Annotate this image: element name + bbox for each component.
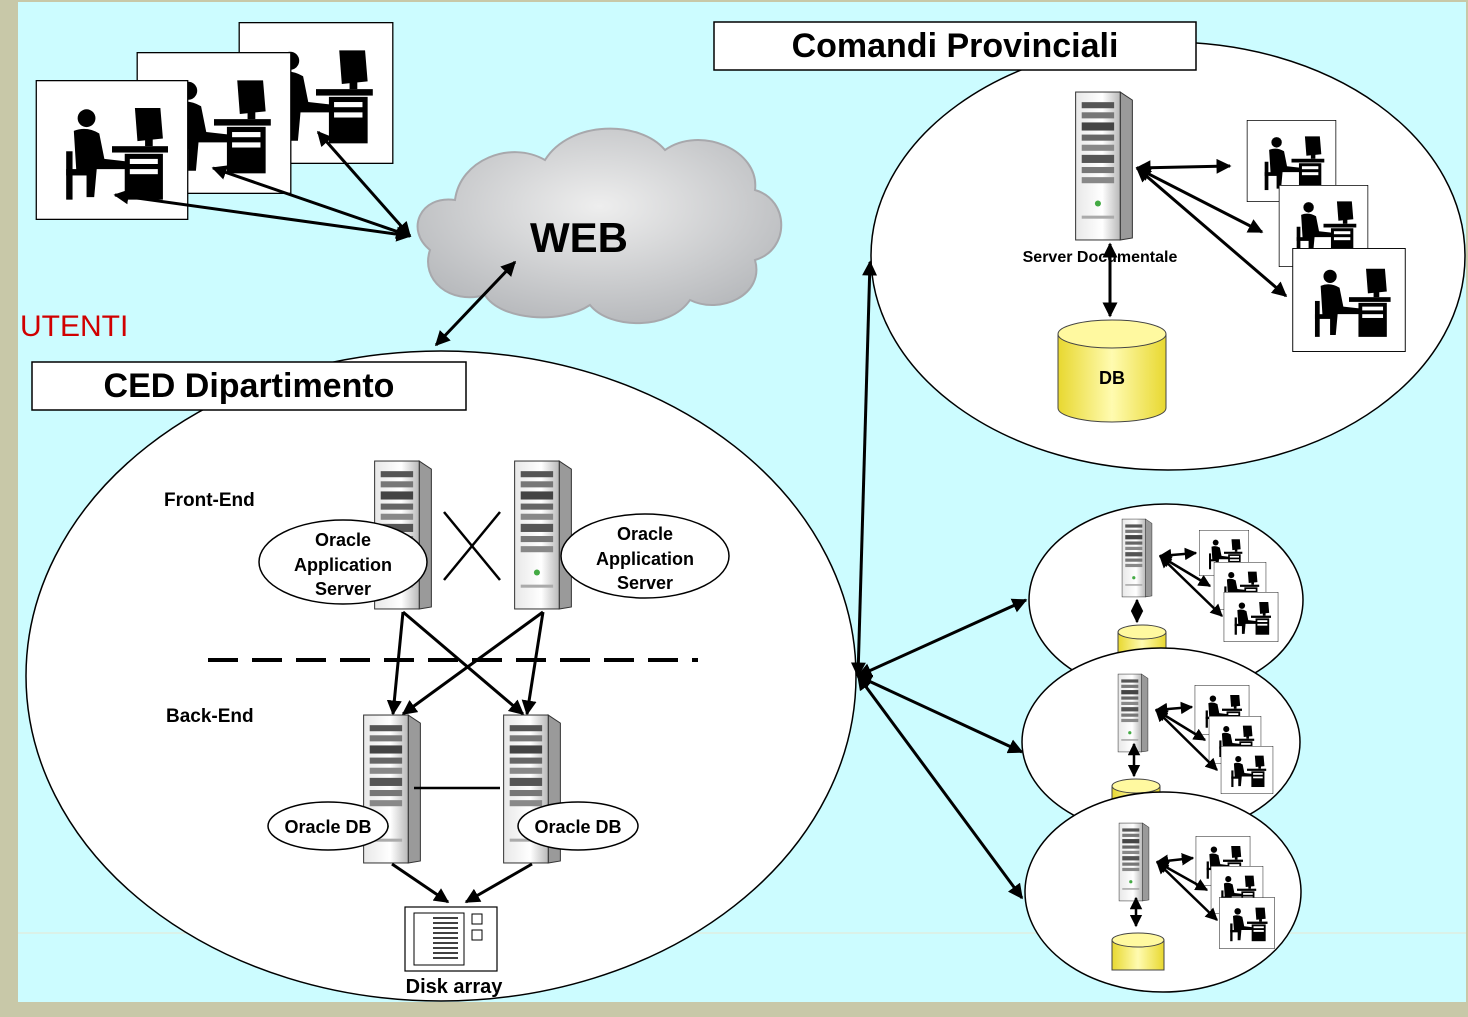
front-end-label: Front-End <box>164 490 255 511</box>
workstation-icon <box>1219 897 1275 949</box>
application-server-icon <box>514 460 572 610</box>
workstation-icon <box>1220 746 1274 794</box>
small-site-3 <box>1024 791 1302 993</box>
oracle-db-badge-right: Oracle DB <box>517 801 639 851</box>
workstation-icon <box>35 80 189 220</box>
web-label: WEB <box>530 214 628 261</box>
workstation-icon <box>1292 248 1406 352</box>
comandi-provinciali-title-box <box>713 21 1197 71</box>
svg-text:Oracle DB: Oracle DB <box>284 817 371 837</box>
documentale-links <box>1102 158 1288 318</box>
svg-text:Application: Application <box>294 555 392 575</box>
ced-dipartimento-title: CED Dipartimento <box>104 367 395 405</box>
ced-province-links <box>850 260 1028 900</box>
oracle-db-badge-left: Oracle DB <box>267 801 389 851</box>
server-documentale-label: Server Documentale <box>1023 249 1178 266</box>
server-icon <box>1117 673 1149 753</box>
svg-text:Oracle: Oracle <box>315 530 371 550</box>
small-site-1 <box>1028 503 1304 697</box>
svg-text:Oracle DB: Oracle DB <box>534 817 621 837</box>
db-to-disk-links <box>391 862 533 904</box>
server-icon <box>1118 822 1150 902</box>
comandi-provinciali-title: Comandi Provinciali <box>792 27 1119 65</box>
users-label: UTENTI <box>20 310 128 343</box>
ced-dipartimento-ellipse <box>25 350 857 1002</box>
server-icon <box>1121 518 1153 598</box>
db-label: DB <box>1099 368 1125 388</box>
front-to-back-links <box>386 610 545 716</box>
svg-text:Server: Server <box>617 573 673 593</box>
disk-array-label: Disk array <box>406 976 504 998</box>
svg-text:Server: Server <box>315 579 371 599</box>
documentale-db-icon <box>1057 319 1167 423</box>
front-end-cross-link <box>443 511 501 581</box>
oracle-app-server-badge-right: Oracle Application Server <box>560 513 730 599</box>
workstation-icon <box>1223 592 1279 642</box>
svg-text:Oracle: Oracle <box>617 524 673 544</box>
disk-array-icon <box>404 906 498 972</box>
ced-dipartimento-title-box <box>31 361 467 411</box>
users-web-links <box>113 130 517 347</box>
svg-text:Application: Application <box>596 549 694 569</box>
oracle-app-server-badge-left: Oracle Application Server <box>258 519 428 605</box>
document-server-icon <box>1075 91 1133 241</box>
back-end-label: Back-End <box>166 706 254 727</box>
